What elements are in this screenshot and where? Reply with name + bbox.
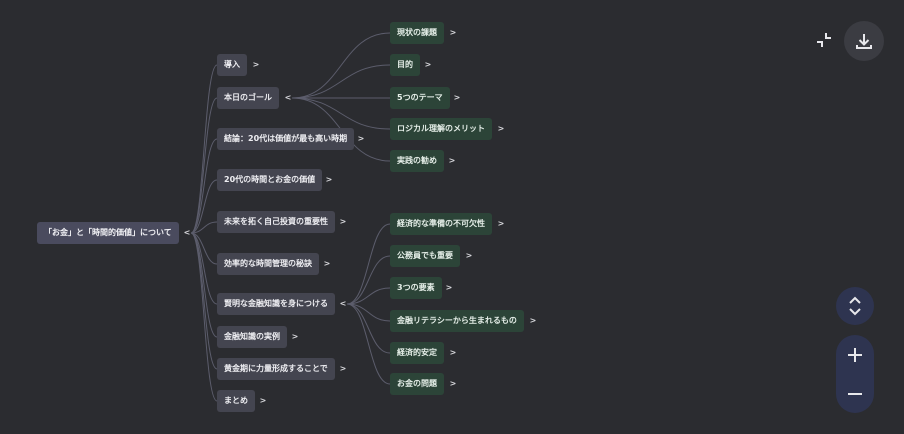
- zoom-in-button[interactable]: [836, 335, 874, 374]
- root-node[interactable]: 「お金」と「時間的価値」について: [37, 222, 179, 244]
- branch-financial-examples-toggle[interactable]: >: [291, 332, 299, 341]
- collapse-icon: [817, 33, 831, 47]
- zoom-out-button[interactable]: [836, 374, 874, 413]
- download-button[interactable]: [844, 21, 884, 61]
- zoom-controls: [836, 335, 874, 413]
- edge-goal-to-goal-child-current-issues: [291, 32, 391, 99]
- edge-root-to-branch-financial-knowledge: [190, 232, 218, 305]
- goal-child-current-issues-toggle[interactable]: >: [449, 28, 457, 37]
- branch-self-investment[interactable]: 未来を拓く自己投資の重要性: [217, 211, 335, 233]
- collapse-button[interactable]: [814, 30, 834, 50]
- navigate-button[interactable]: [836, 287, 874, 325]
- edge-finance-to-finance-child-three-elements: [346, 287, 391, 305]
- finance-child-three-elements-toggle[interactable]: >: [445, 283, 453, 292]
- goal-child-current-issues[interactable]: 現状の課題: [390, 22, 444, 44]
- goal-child-purpose[interactable]: 目的: [390, 54, 420, 76]
- edge-finance-to-finance-child-economic-prep: [346, 223, 391, 305]
- branch-financial-knowledge-toggle[interactable]: <: [339, 299, 347, 308]
- download-icon: [856, 34, 872, 49]
- edge-goal-to-goal-child-logical-merit: [291, 97, 391, 130]
- branch-financial-knowledge[interactable]: 賢明な金融知識を身につける: [217, 293, 335, 315]
- plus-icon: [848, 347, 862, 362]
- branch-conclusion[interactable]: 結論：20代は価値が最も高い時期: [217, 128, 355, 150]
- finance-child-literacy-outcomes[interactable]: 金融リテラシーから生まれるもの: [390, 310, 524, 332]
- branch-conclusion-toggle[interactable]: >: [357, 134, 365, 143]
- branch-todays-goal[interactable]: 本日のゴール: [217, 87, 279, 109]
- finance-child-three-elements[interactable]: 3つの要素: [390, 277, 442, 299]
- edge-root-to-branch-intro: [190, 64, 218, 234]
- branch-golden-period[interactable]: 黄金期に力量形成することで: [217, 358, 335, 380]
- goal-child-practice[interactable]: 実践の勧め: [390, 150, 444, 172]
- branch-financial-examples[interactable]: 金融知識の実例: [217, 326, 287, 348]
- chevron-up-down-icon: [849, 296, 861, 316]
- root-collapse-toggle[interactable]: <: [183, 228, 191, 237]
- finance-child-economic-stability[interactable]: 経済的安定: [390, 342, 444, 364]
- branch-summary-toggle[interactable]: >: [259, 396, 267, 405]
- goal-child-logical-merit-toggle[interactable]: >: [497, 124, 505, 133]
- edge-root-to-branch-summary: [190, 232, 218, 402]
- branch-summary[interactable]: まとめ: [217, 390, 255, 412]
- edge-root-to-branch-todays-goal: [190, 97, 218, 234]
- edge-root-to-branch-conclusion: [190, 138, 218, 234]
- goal-child-five-themes[interactable]: 5つのテーマ: [390, 87, 450, 109]
- branch-golden-period-toggle[interactable]: >: [339, 364, 347, 373]
- finance-child-literacy-outcomes-toggle[interactable]: >: [529, 316, 537, 325]
- goal-child-five-themes-toggle[interactable]: >: [453, 93, 461, 102]
- finance-child-civil-servants-toggle[interactable]: >: [465, 251, 473, 260]
- branch-20s-time-money-toggle[interactable]: >: [325, 175, 333, 184]
- minus-icon: [848, 392, 862, 395]
- branch-self-investment-toggle[interactable]: >: [339, 217, 347, 226]
- branch-todays-goal-toggle[interactable]: <: [284, 93, 292, 102]
- branch-intro[interactable]: 導入: [217, 54, 247, 76]
- finance-child-economic-stability-toggle[interactable]: >: [449, 348, 457, 357]
- branch-20s-time-money[interactable]: 20代の時間とお金の価値: [217, 169, 323, 191]
- finance-child-money-problems-toggle[interactable]: >: [449, 379, 457, 388]
- branch-intro-toggle[interactable]: >: [252, 60, 260, 69]
- edge-goal-to-goal-child-purpose: [291, 64, 391, 99]
- goal-child-purpose-toggle[interactable]: >: [424, 60, 432, 69]
- edge-finance-to-finance-child-economic-stability: [346, 303, 391, 354]
- edge-root-to-branch-self-investment: [190, 221, 218, 234]
- edge-finance-to-finance-child-civil-servants: [346, 255, 391, 305]
- finance-child-civil-servants[interactable]: 公務員でも重要: [390, 245, 460, 267]
- finance-child-economic-prep-toggle[interactable]: >: [497, 219, 505, 228]
- finance-child-money-problems[interactable]: お金の問題: [390, 373, 444, 395]
- branch-time-management-toggle[interactable]: >: [323, 259, 331, 268]
- goal-child-practice-toggle[interactable]: >: [448, 156, 456, 165]
- branch-time-management[interactable]: 効率的な時間管理の秘訣: [217, 253, 319, 275]
- edge-root-to-branch-20s-time-money: [190, 179, 218, 234]
- edge-finance-to-finance-child-money-problems: [346, 303, 391, 385]
- finance-child-economic-prep[interactable]: 経済的な準備の不可欠性: [390, 213, 492, 235]
- goal-child-logical-merit[interactable]: ロジカル理解のメリット: [390, 118, 492, 140]
